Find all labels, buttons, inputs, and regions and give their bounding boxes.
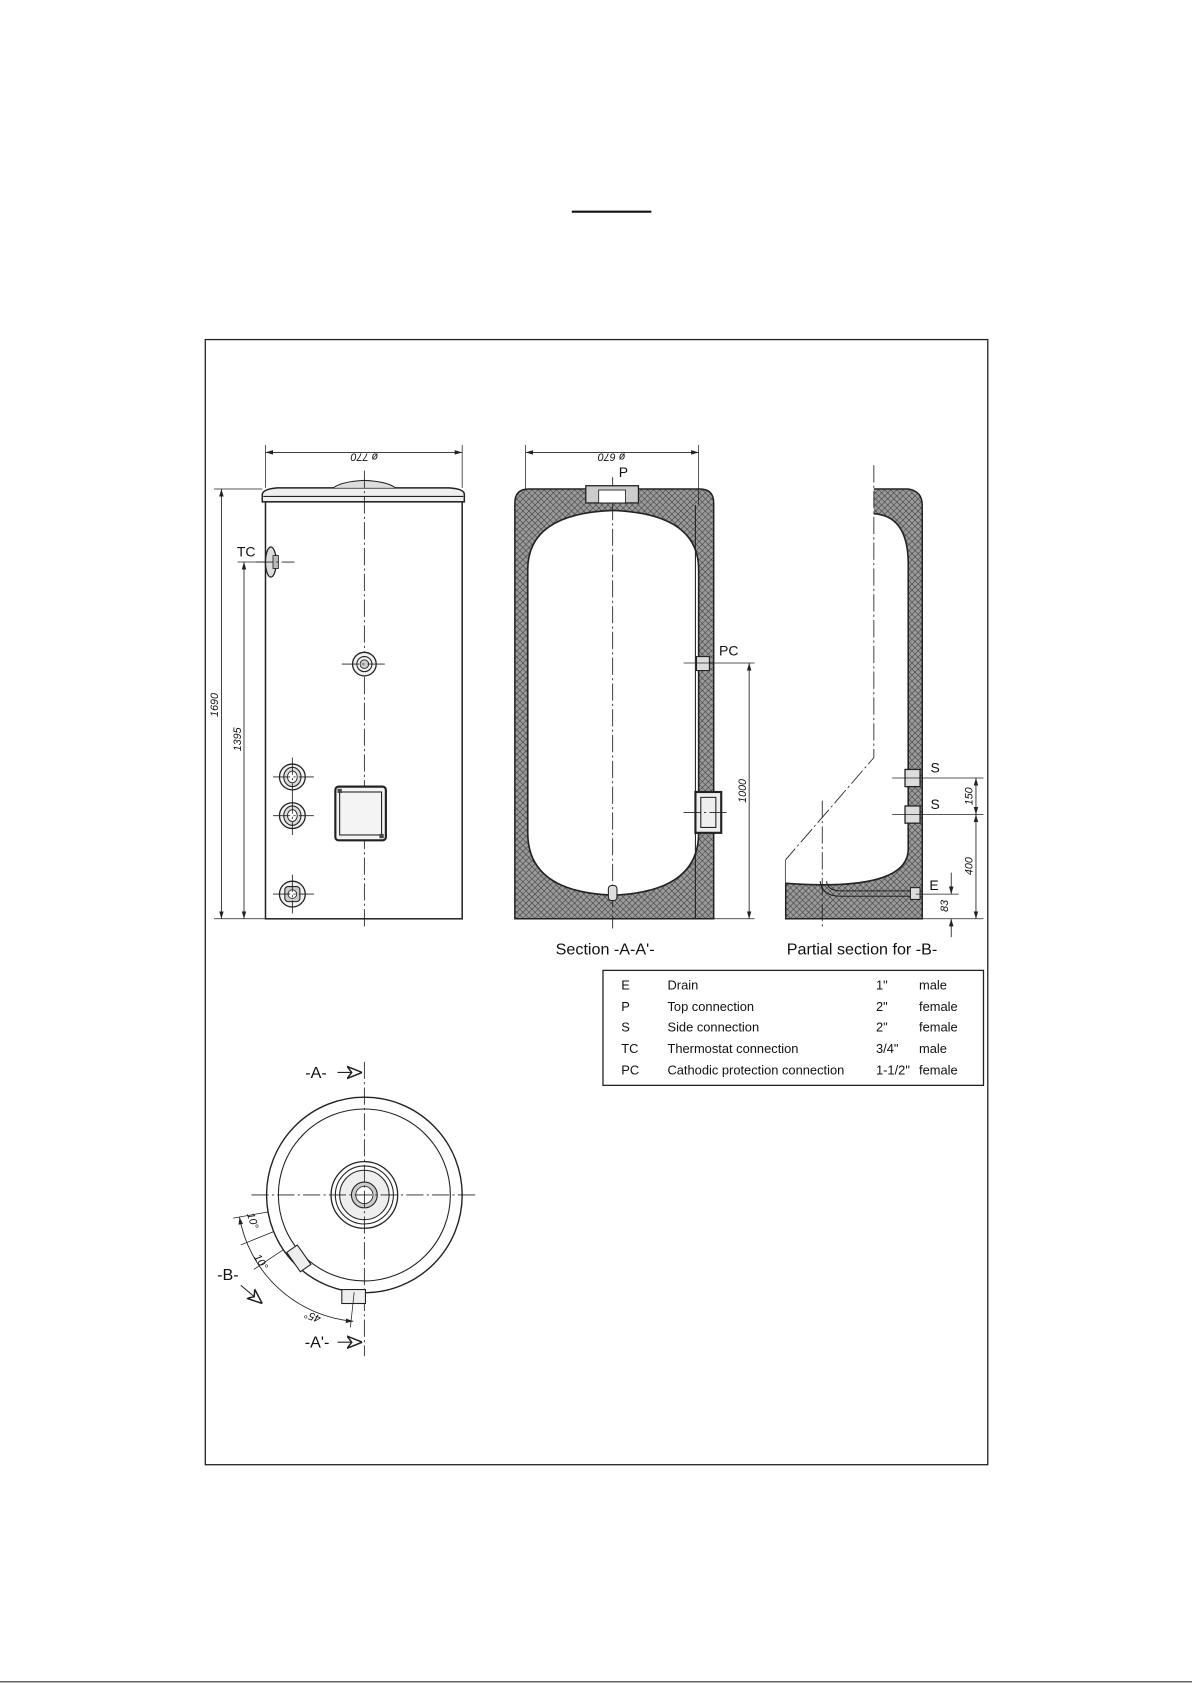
section-b-arrow (241, 1285, 262, 1303)
legend-code: P (621, 999, 630, 1014)
section-b-marker: -B- (217, 1266, 238, 1284)
side-lower-label: S (930, 796, 939, 812)
angle-upper-label: 10° (244, 1211, 261, 1231)
flange-cover-corner-br (379, 834, 383, 838)
legend-name: Cathodic protection connection (667, 1063, 844, 1078)
legend-row: TC Thermostat connection 3/4" male (621, 1041, 947, 1056)
legend-size: 3/4" (876, 1041, 899, 1056)
section-b-caption: Partial section for -B- (787, 940, 937, 958)
connection-legend: E Drain 1" male P Top connection 2" fema… (603, 970, 983, 1085)
height-400-label: 400 (964, 857, 976, 875)
flange-cover-corner-tl (338, 789, 342, 793)
drain-outlet (910, 888, 920, 900)
drain-label: E (929, 877, 938, 893)
legend-name: Top connection (667, 999, 754, 1014)
tank-lid (262, 488, 464, 502)
legend-gender: female (919, 1063, 958, 1078)
legend-size: 1" (876, 978, 888, 993)
section-b-view: S S E 150 400 83 Partial section for -B- (786, 465, 984, 958)
section-b-vessel-void (786, 514, 909, 885)
section-a-view: P ø 670 PC 1000 Section -A-A'- (515, 445, 755, 958)
flange-cover-box (335, 787, 386, 841)
tank-body (265, 502, 462, 919)
height-1690-label: 1690 (209, 693, 221, 717)
legend-name: Side connection (667, 1020, 759, 1035)
cathodic-connection (696, 657, 709, 671)
section-a-caption: Section -A-A'- (556, 940, 655, 958)
plan-view: -A- -A'- -B- 10° 10° 45° (217, 1062, 475, 1356)
drain-height-83-label: 83 (939, 900, 951, 912)
angle-middle-label: 10° (251, 1252, 270, 1273)
top-connection-bore (599, 490, 626, 503)
legend-gender: female (919, 1020, 958, 1035)
legend-size: 1-1/2" (876, 1063, 910, 1078)
cathodic-height-1000-label: 1000 (737, 779, 749, 803)
legend-size: 2" (876, 999, 888, 1014)
legend-gender: male (919, 978, 947, 993)
side-upper-label: S (930, 760, 939, 776)
legend-code: S (621, 1020, 630, 1035)
legend-code: E (621, 978, 630, 993)
cathodic-label: PC (719, 643, 738, 659)
section-a-marker: -A- (305, 1064, 326, 1082)
thermostat-height-1395-label: 1395 (232, 727, 244, 751)
spacing-150-label: 150 (964, 787, 976, 805)
legend-name: Drain (667, 978, 698, 993)
legend-gender: female (919, 999, 958, 1014)
diameter-670-label: ø 670 (598, 450, 625, 462)
legend-code: TC (621, 1041, 638, 1056)
bottom-drain-boss (608, 885, 617, 900)
legend-row: PC Cathodic protection connection 1-1/2"… (621, 1063, 957, 1078)
legend-name: Thermostat connection (667, 1041, 798, 1056)
legend-code: PC (621, 1063, 639, 1078)
angle-lower-label: 45° (303, 1308, 323, 1325)
top-connection-label: P (619, 464, 628, 480)
angle-extension-158 (241, 1232, 274, 1245)
legend-gender: male (919, 1041, 947, 1056)
legend-size: 2" (876, 1020, 888, 1035)
inner-vessel (528, 510, 699, 895)
diameter-770-label: ø 770 (351, 450, 378, 462)
front-view: ø 770 1690 1395 TC (209, 445, 464, 929)
thermostat-label: TC (237, 544, 256, 560)
section-a-prime-marker: -A'- (305, 1334, 330, 1352)
